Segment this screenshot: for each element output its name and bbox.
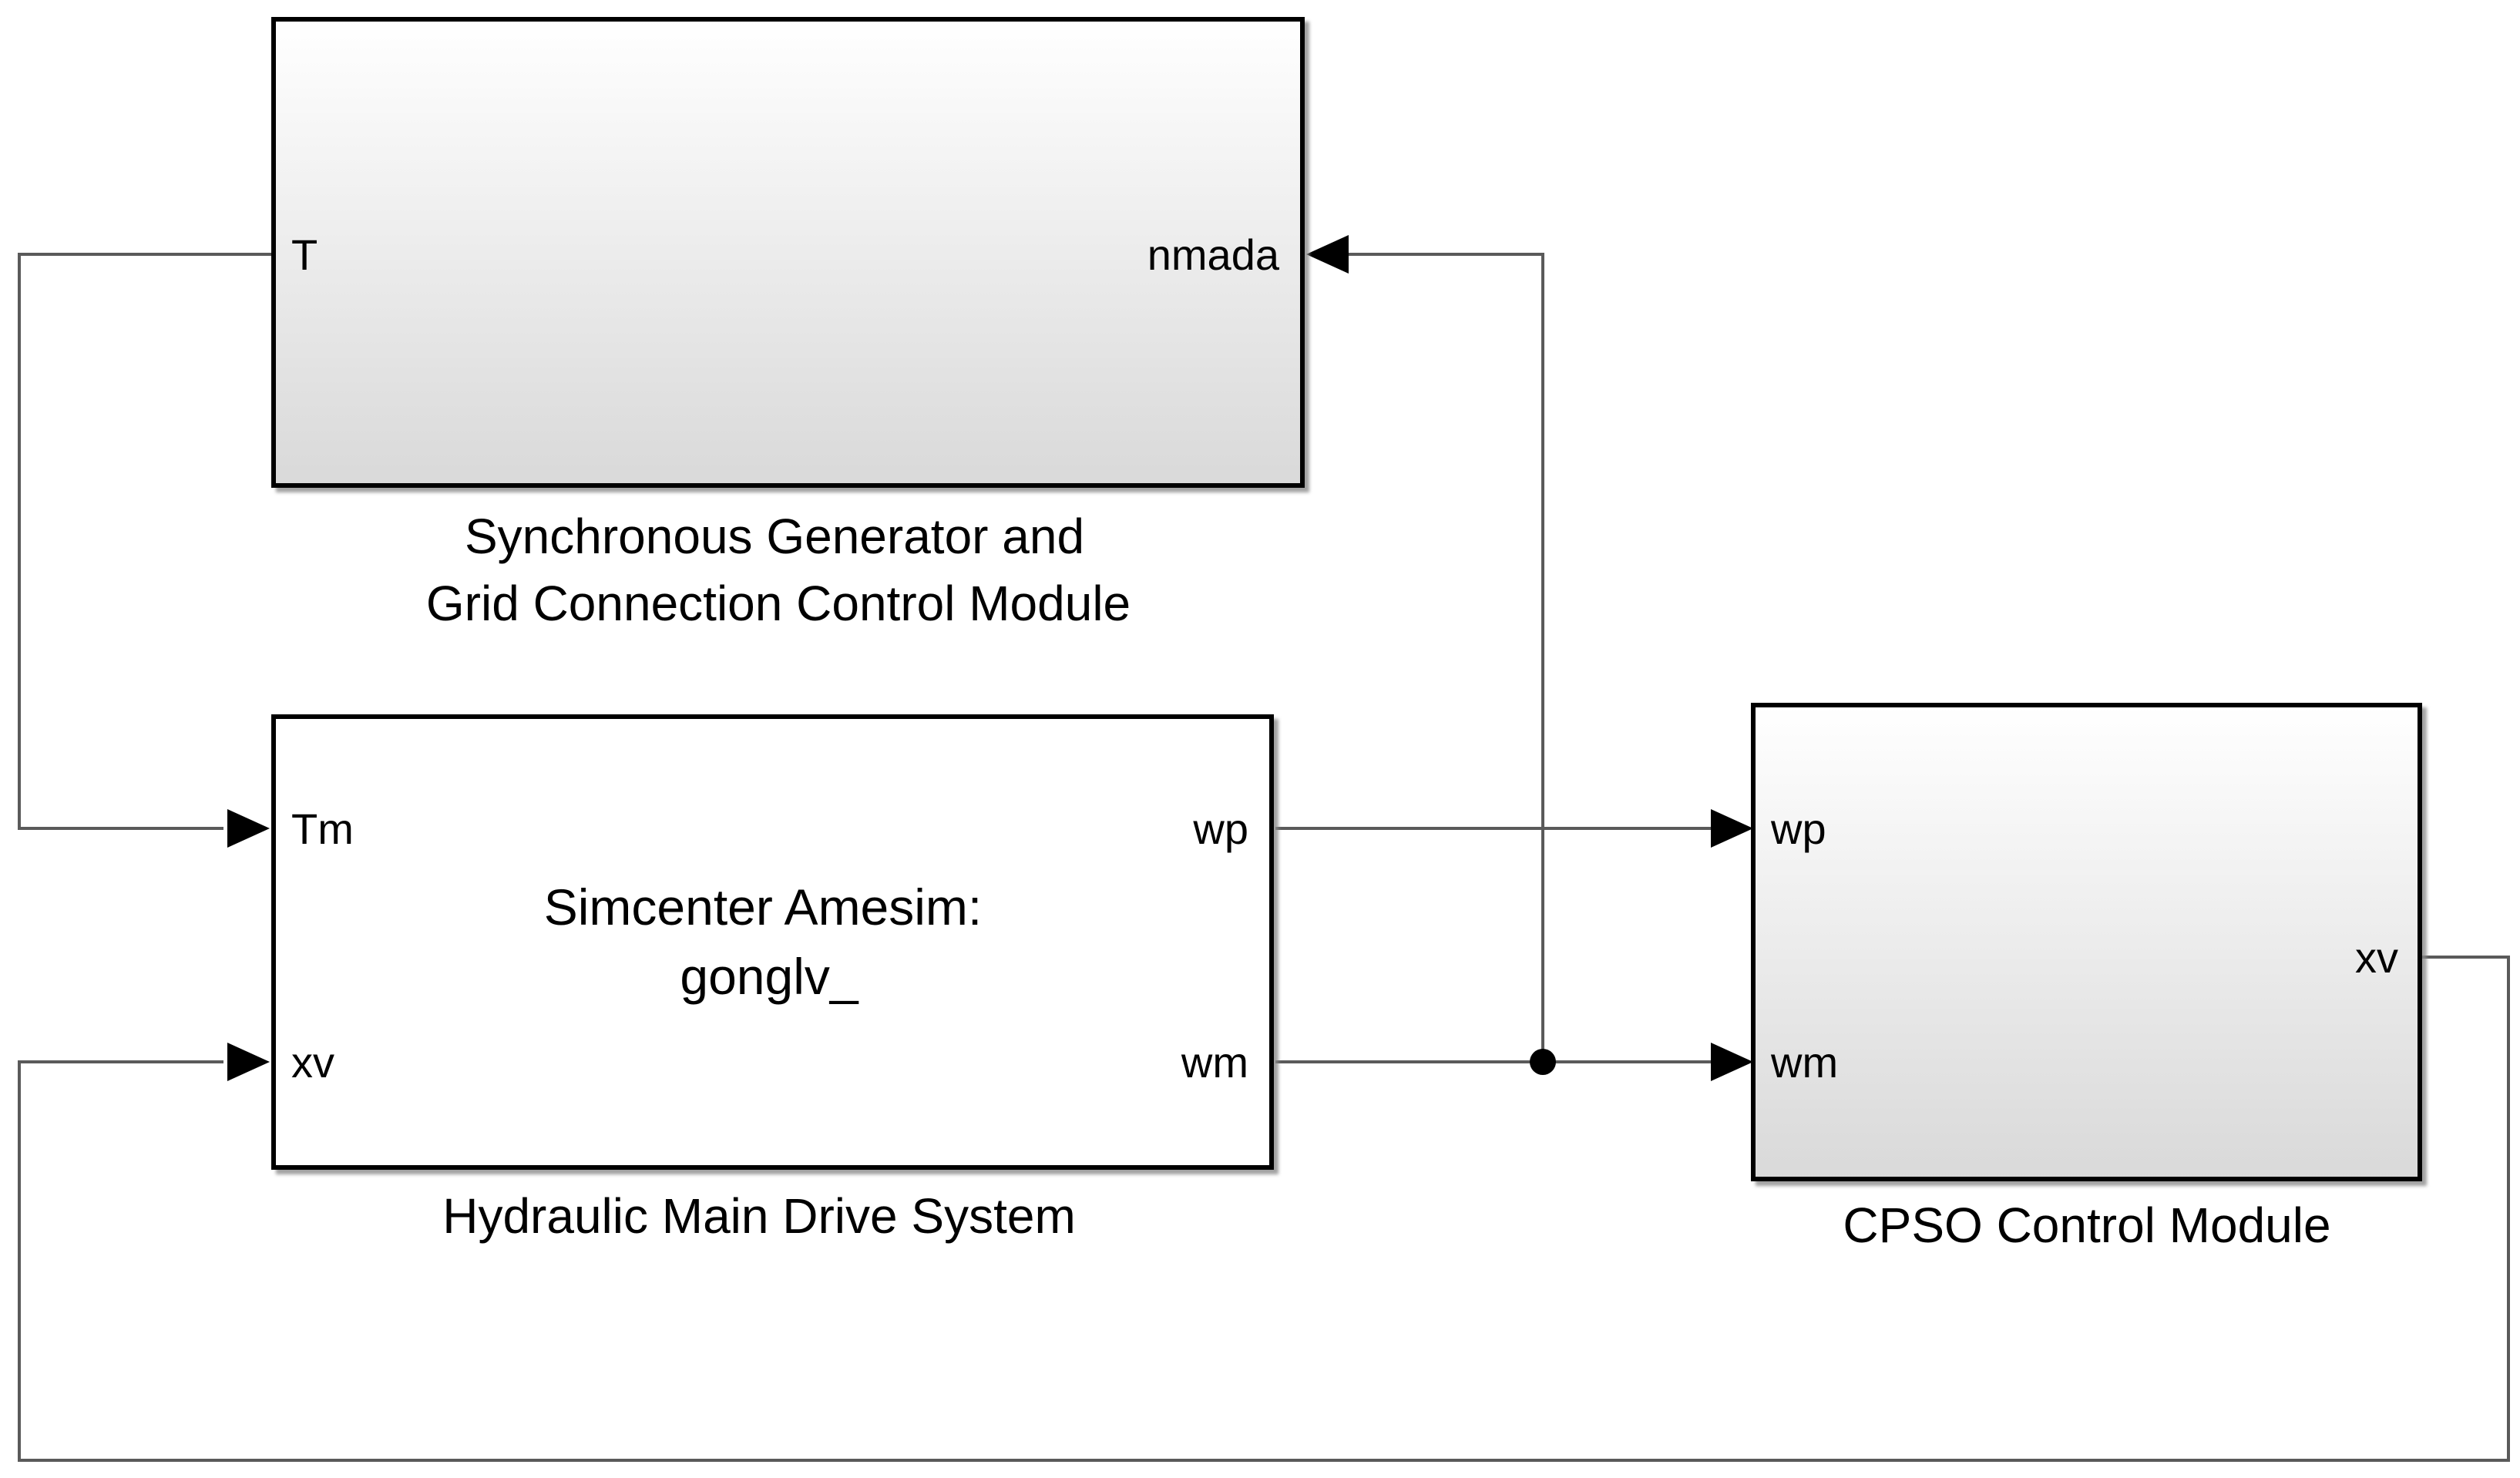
hydraulic-inner-line2: gonglv_ [680, 948, 858, 1005]
generator-port-t: T [291, 230, 318, 279]
signal-line-t-to-tm [18, 253, 277, 830]
arrow-tm-icon [227, 809, 270, 848]
branch-point [1530, 1049, 1556, 1075]
cpso-port-xv: xv [2355, 933, 2398, 982]
cpso-port-wm: wm [1770, 1038, 1838, 1087]
generator-caption-line2: Grid Connection Control Module [426, 576, 1131, 631]
hydraulic-port-wp: wp [1192, 805, 1248, 853]
hydraulic-block-body[interactable] [271, 714, 1274, 1170]
hydraulic-port-xv: xv [291, 1038, 334, 1087]
generator-caption-line1: Synchronous Generator and [465, 509, 1084, 564]
generator-port-nmada: nmada [1147, 230, 1280, 279]
generator-block-body[interactable] [271, 17, 1305, 488]
hydraulic-caption: Hydraulic Main Drive System [442, 1188, 1076, 1244]
arrow-xv-in-icon [227, 1043, 270, 1081]
arrow-wp-in-icon [1711, 809, 1753, 848]
generator-block[interactable]: T nmada [271, 17, 1305, 488]
signal-line-wm-to-nmada [1345, 253, 1544, 1062]
hydraulic-port-tm: Tm [291, 805, 354, 853]
signal-line-xv-feedback [18, 956, 2510, 1462]
cpso-block[interactable]: wp wm xv [1751, 703, 2422, 1181]
hydraulic-port-wm: wm [1181, 1038, 1248, 1087]
hydraulic-block[interactable]: Tm xv wp wm Simcenter Amesim: gonglv_ [271, 714, 1274, 1170]
cpso-block-body[interactable] [1751, 703, 2422, 1181]
cpso-port-wp: wp [1770, 805, 1826, 853]
hydraulic-inner-line1: Simcenter Amesim: [544, 878, 982, 936]
arrow-nmada-icon [1306, 235, 1349, 274]
arrow-wm-in-icon [1711, 1043, 1753, 1081]
cpso-caption: CPSO Control Module [1843, 1198, 2330, 1253]
